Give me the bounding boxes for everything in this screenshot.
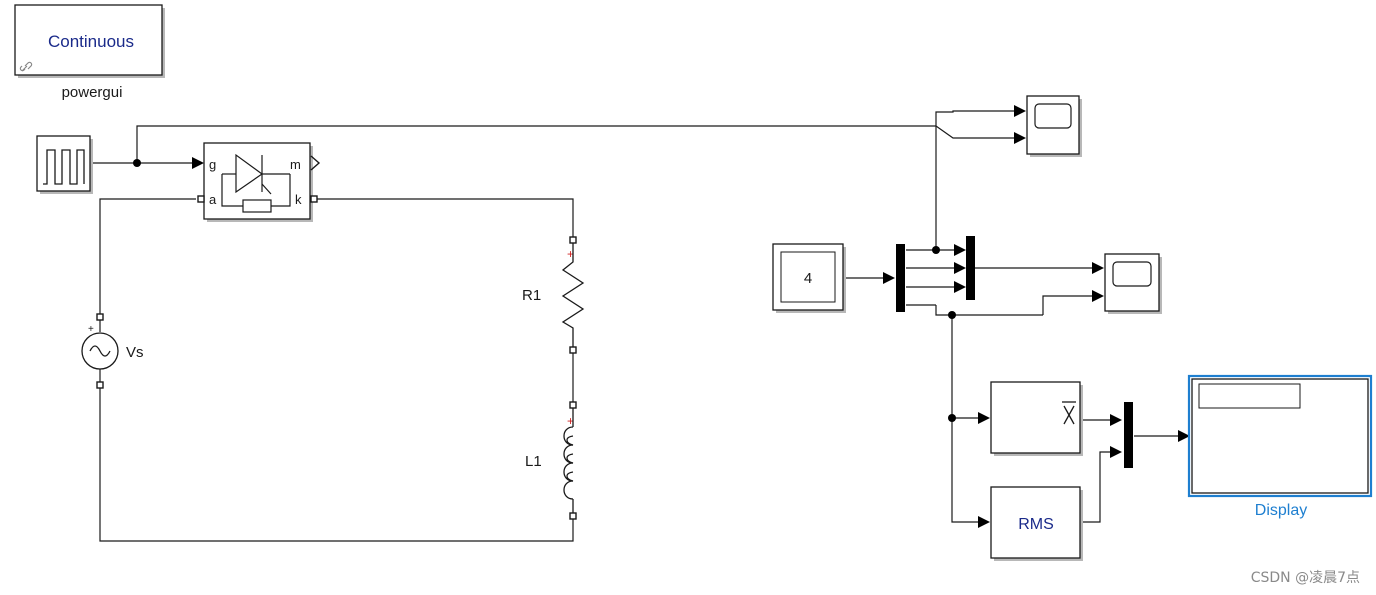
arrowheads bbox=[192, 105, 1190, 528]
scope-icon bbox=[1112, 261, 1152, 287]
pulse-wave-icon bbox=[43, 149, 85, 185]
rms-label: RMS bbox=[1018, 516, 1054, 533]
demux-bar[interactable] bbox=[896, 244, 905, 312]
pulse-generator-block[interactable] bbox=[36, 135, 93, 194]
scope-icon bbox=[1034, 103, 1072, 129]
mean-block[interactable] bbox=[990, 381, 1083, 456]
powergui-mode: Continuous bbox=[48, 32, 134, 51]
inductor-label: L1 bbox=[525, 453, 542, 470]
source-label: Vs bbox=[126, 344, 144, 361]
thyristor-icon bbox=[221, 153, 291, 213]
constant-block[interactable]: 4 bbox=[772, 243, 846, 313]
junction-dots bbox=[133, 159, 956, 422]
powergui-block[interactable]: Continuous bbox=[14, 4, 165, 78]
mux-bar[interactable] bbox=[966, 236, 975, 300]
sine-wave-icon bbox=[89, 345, 111, 357]
rms-block[interactable]: RMS bbox=[990, 486, 1083, 561]
scope-middle-block[interactable] bbox=[1104, 253, 1162, 314]
mean-x-bar-icon bbox=[1062, 401, 1076, 425]
display-block[interactable] bbox=[1187, 374, 1373, 498]
link-icon bbox=[19, 61, 33, 72]
resistor-label: R1 bbox=[522, 287, 541, 304]
svg-text:+: + bbox=[567, 414, 574, 428]
display-readout bbox=[1198, 383, 1301, 409]
mux2-bar[interactable] bbox=[1124, 402, 1133, 468]
powergui-label: powergui bbox=[62, 84, 123, 101]
scope-top-block[interactable] bbox=[1026, 95, 1082, 157]
electrical-wires bbox=[99, 198, 574, 542]
thyristor-port-g: g bbox=[209, 157, 216, 172]
resistor-block[interactable]: + bbox=[561, 236, 585, 354]
constant-value: 4 bbox=[804, 270, 812, 287]
thyristor-port-m: m bbox=[290, 157, 301, 172]
thyristor-port-k: k bbox=[295, 192, 302, 207]
watermark: CSDN @凌晨7点 bbox=[1250, 570, 1360, 586]
thyristor-port-a: a bbox=[209, 192, 217, 207]
thyristor-output-chevron bbox=[310, 155, 321, 171]
thyristor-block[interactable]: g m a k bbox=[197, 142, 321, 222]
svg-text:+: + bbox=[88, 324, 94, 335]
inductor-block[interactable]: + bbox=[563, 401, 577, 520]
ac-source-block[interactable]: + bbox=[81, 313, 119, 389]
display-label: Display bbox=[1255, 502, 1307, 519]
svg-text:+: + bbox=[567, 247, 574, 261]
